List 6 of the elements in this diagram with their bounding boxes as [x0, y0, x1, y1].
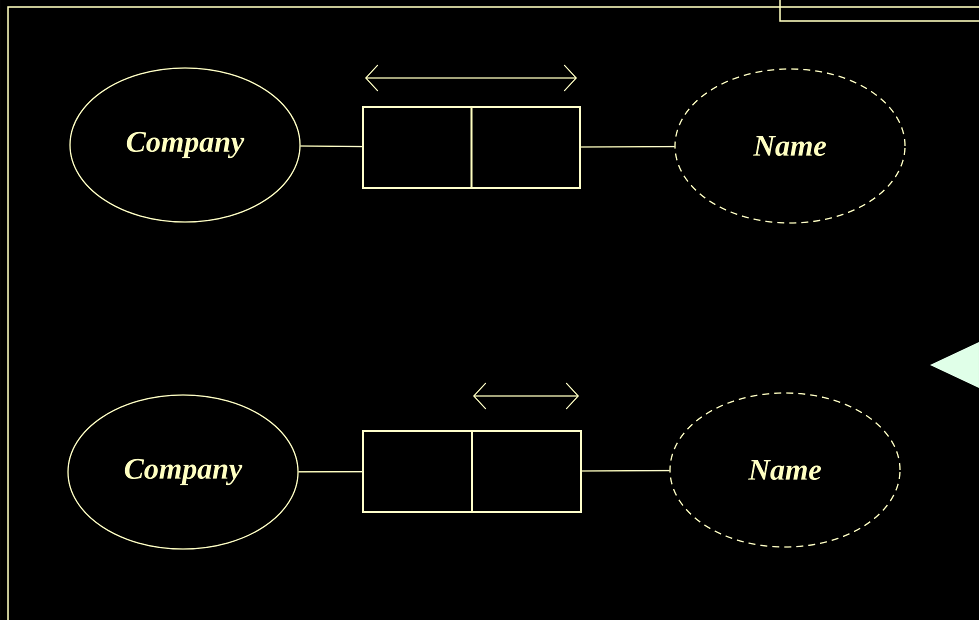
role-box — [362, 106, 581, 189]
connector-line — [300, 145, 362, 148]
role-box — [362, 430, 582, 513]
connector-line — [581, 146, 674, 148]
connector-line — [582, 470, 670, 472]
connector-line — [298, 471, 362, 472]
